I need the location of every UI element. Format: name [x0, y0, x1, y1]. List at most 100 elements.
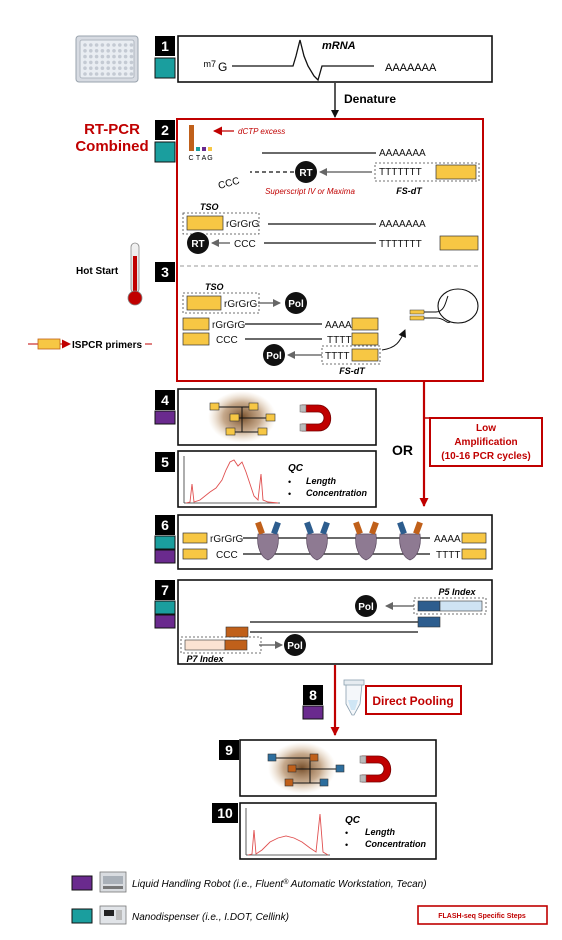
rt-enzyme-icon: RT: [295, 161, 317, 183]
tn5-transposome-icon: [353, 521, 379, 561]
tn5-transposome-icon: [397, 521, 423, 561]
plate-well: [89, 66, 93, 70]
magnetic-beads-icon: [267, 742, 345, 794]
magnet-icon: [299, 404, 332, 432]
mrna-strand: [232, 39, 374, 82]
plate-well: [83, 60, 87, 65]
plate-well: [112, 54, 116, 59]
tso-outline: [182, 212, 260, 235]
aaaa-3: AAAA: [325, 320, 352, 331]
curved-arrow: [381, 329, 406, 351]
robot-badge-icon: [154, 549, 176, 564]
denature-label: Denature: [344, 92, 396, 106]
step-6-number-box: [155, 515, 175, 535]
p7-index-light: [184, 639, 226, 651]
qc-length: Length: [365, 827, 395, 837]
plate-well: [94, 43, 99, 47]
polya-tail: AAAAAAA: [379, 148, 426, 159]
dctp-excess-bar: [189, 125, 194, 151]
plate-well: [112, 66, 116, 70]
adapter-left-bottom: [182, 332, 210, 346]
plate-well: [123, 43, 128, 47]
tso-rggg-3: rGrGrG: [224, 299, 258, 310]
m7g-cap-superscript: m7: [203, 59, 216, 69]
pol-label: Pol: [288, 299, 304, 310]
dctp-excess-label: dCTP excess: [238, 127, 285, 136]
tttt-3b: TTTT: [325, 351, 349, 362]
fs-dt-adapter-3: [351, 348, 379, 362]
tso-label-3: TSO: [205, 282, 224, 292]
tn5-transposome-icon: [304, 521, 330, 561]
adapter-right-top: [461, 532, 487, 544]
fs-dt-adapter-2: [439, 235, 479, 251]
plate-well: [106, 54, 110, 59]
aaaa-6: AAAA: [434, 534, 461, 545]
plate-well: [112, 43, 116, 47]
p7-index-dark: [224, 639, 248, 651]
plate-well: [106, 60, 110, 65]
qc-concentration: Concentration: [365, 839, 427, 849]
nucleotide-a: A: [202, 155, 207, 162]
low-amp-line3: (10-16 PCR cycles): [441, 451, 531, 462]
adapter-right-bottom: [461, 548, 487, 560]
plate-well: [83, 66, 87, 70]
step-9: 9: [219, 739, 437, 797]
step-9-number-box: [219, 740, 239, 760]
robot-legend-swatch: [71, 875, 93, 891]
qc-bullet-1: •: [288, 477, 291, 487]
plate-well: [100, 54, 105, 59]
step-6-box: [177, 514, 493, 570]
ccc-3: CCC: [216, 335, 238, 346]
step-10: 10 QC • Length • Concentration: [212, 802, 437, 860]
plate-well: [94, 66, 99, 70]
pol-label-p7: Pol: [287, 641, 303, 652]
rggg-6: rGrGrG: [210, 534, 244, 545]
tso-adapter-3: [186, 295, 222, 311]
robot-badge-icon: [154, 410, 176, 425]
combined-label: Combined: [75, 138, 148, 155]
low-amp-line1: Low: [476, 423, 496, 434]
adapter-right-bottom: [351, 332, 379, 346]
plate-well: [94, 72, 99, 76]
flash-legend-label: FLASH-seq Specific Steps: [438, 913, 526, 920]
direct-pooling-label: Direct Pooling: [372, 694, 453, 708]
p7-index-label: P7 Index: [186, 654, 224, 664]
ispcr-primer-icon: [28, 338, 71, 350]
plate-well: [129, 60, 134, 65]
step-10-number-box: [212, 803, 238, 823]
step-2-number-box: [155, 120, 175, 140]
step-4-number: 4: [161, 392, 169, 408]
step-9-number: 9: [225, 742, 233, 758]
step-1-number-box: [155, 36, 175, 56]
rt-pcr-label: RT-PCR: [84, 121, 140, 138]
rggg-3b: rGrGrG: [212, 320, 246, 331]
step-6-number: 6: [161, 517, 169, 533]
plate-well: [118, 72, 122, 76]
nano-legend-swatch: [71, 908, 93, 924]
nano-legend-label: Nanodispenser (i.e., I.DOT, Cellink): [132, 912, 289, 923]
hairpin-product-icon: [409, 288, 479, 324]
step-10-box: [239, 802, 437, 860]
magnet-icon: [359, 755, 392, 783]
plate-well: [106, 72, 110, 76]
step-3-number-box: [155, 262, 175, 282]
qc-bullet-2: •: [288, 489, 291, 499]
step-7-number-box: [155, 580, 175, 600]
step-10-number: 10: [217, 805, 233, 821]
ccc-overhang: CCC: [217, 176, 241, 192]
ccc-6: CCC: [216, 550, 238, 561]
step-4-number-box: [155, 390, 175, 410]
rt-label-2: RT: [191, 239, 204, 250]
thermometer-icon: [127, 242, 143, 306]
adapter-left-bottom: [182, 548, 208, 560]
fs-dt-label-3: FS-dT: [339, 366, 366, 376]
step-4-box: [177, 388, 377, 446]
tttt-6: TTTT: [436, 550, 460, 561]
step-1: 1 m7 G mRNA AAAAAAA: [75, 35, 493, 83]
step-1-number: 1: [161, 38, 169, 54]
low-amp-line2: Amplification: [454, 437, 517, 448]
qc-label: QC: [288, 463, 304, 474]
qc-length: Length: [306, 476, 336, 486]
polyt-2: TTTTTTT: [379, 239, 422, 250]
pol-label-2: Pol: [266, 351, 282, 362]
